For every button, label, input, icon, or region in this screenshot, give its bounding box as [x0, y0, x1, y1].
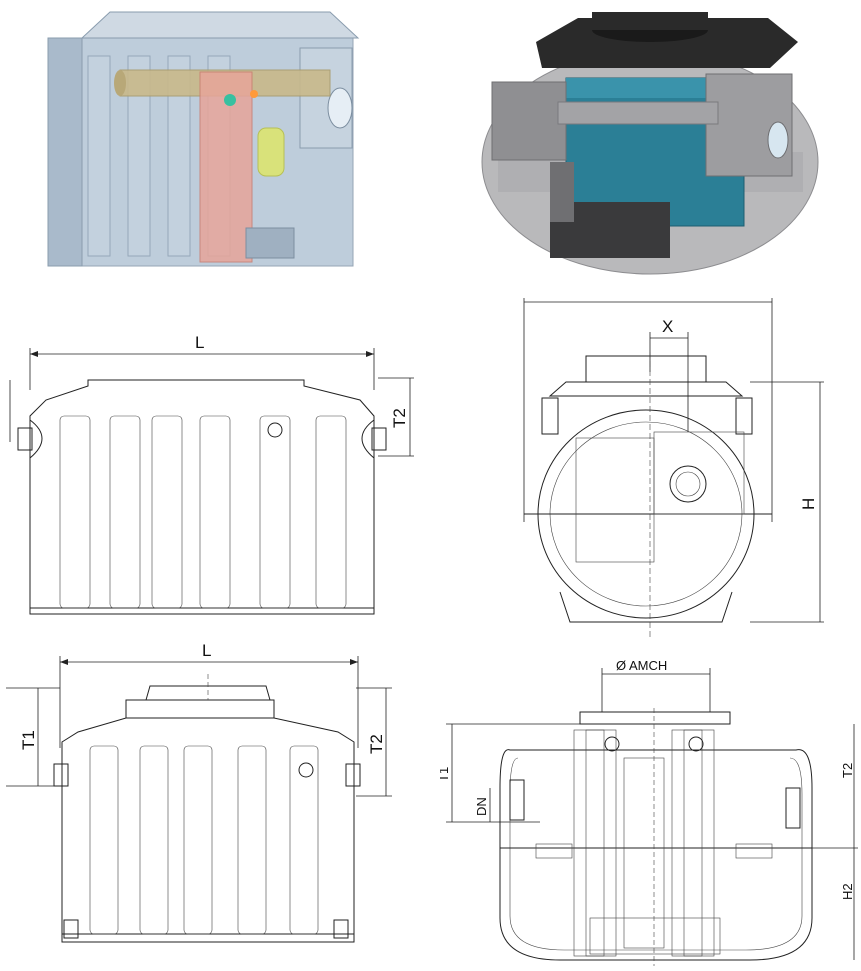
tank-render-transparent	[40, 8, 370, 270]
section-view-drawing: Ø AMCH T1 DN T2 H2	[440, 648, 861, 966]
dim-label-t1-section: T1	[440, 767, 451, 782]
dim-label-t2: T2	[390, 408, 409, 428]
side-view-drawing-1: L T2	[0, 330, 420, 622]
dim-label-t2-2: T2	[367, 734, 386, 754]
dim-label-x: X	[662, 317, 673, 336]
dim-label-dn: DN	[474, 797, 489, 816]
dim-label-h2: H2	[840, 883, 855, 900]
tank-render-grey	[478, 12, 823, 280]
dim-label-t1: T1	[19, 730, 38, 750]
end-view-drawing: X H	[510, 292, 855, 637]
dim-label-length: L	[195, 333, 204, 352]
side-view-drawing-2: L T1 T2	[0, 638, 400, 948]
dim-label-manhole: Ø AMCH	[616, 658, 667, 673]
dim-label-length-2: L	[202, 641, 211, 660]
dim-label-t2-section: T2	[840, 763, 855, 778]
dim-label-h: H	[799, 498, 818, 510]
